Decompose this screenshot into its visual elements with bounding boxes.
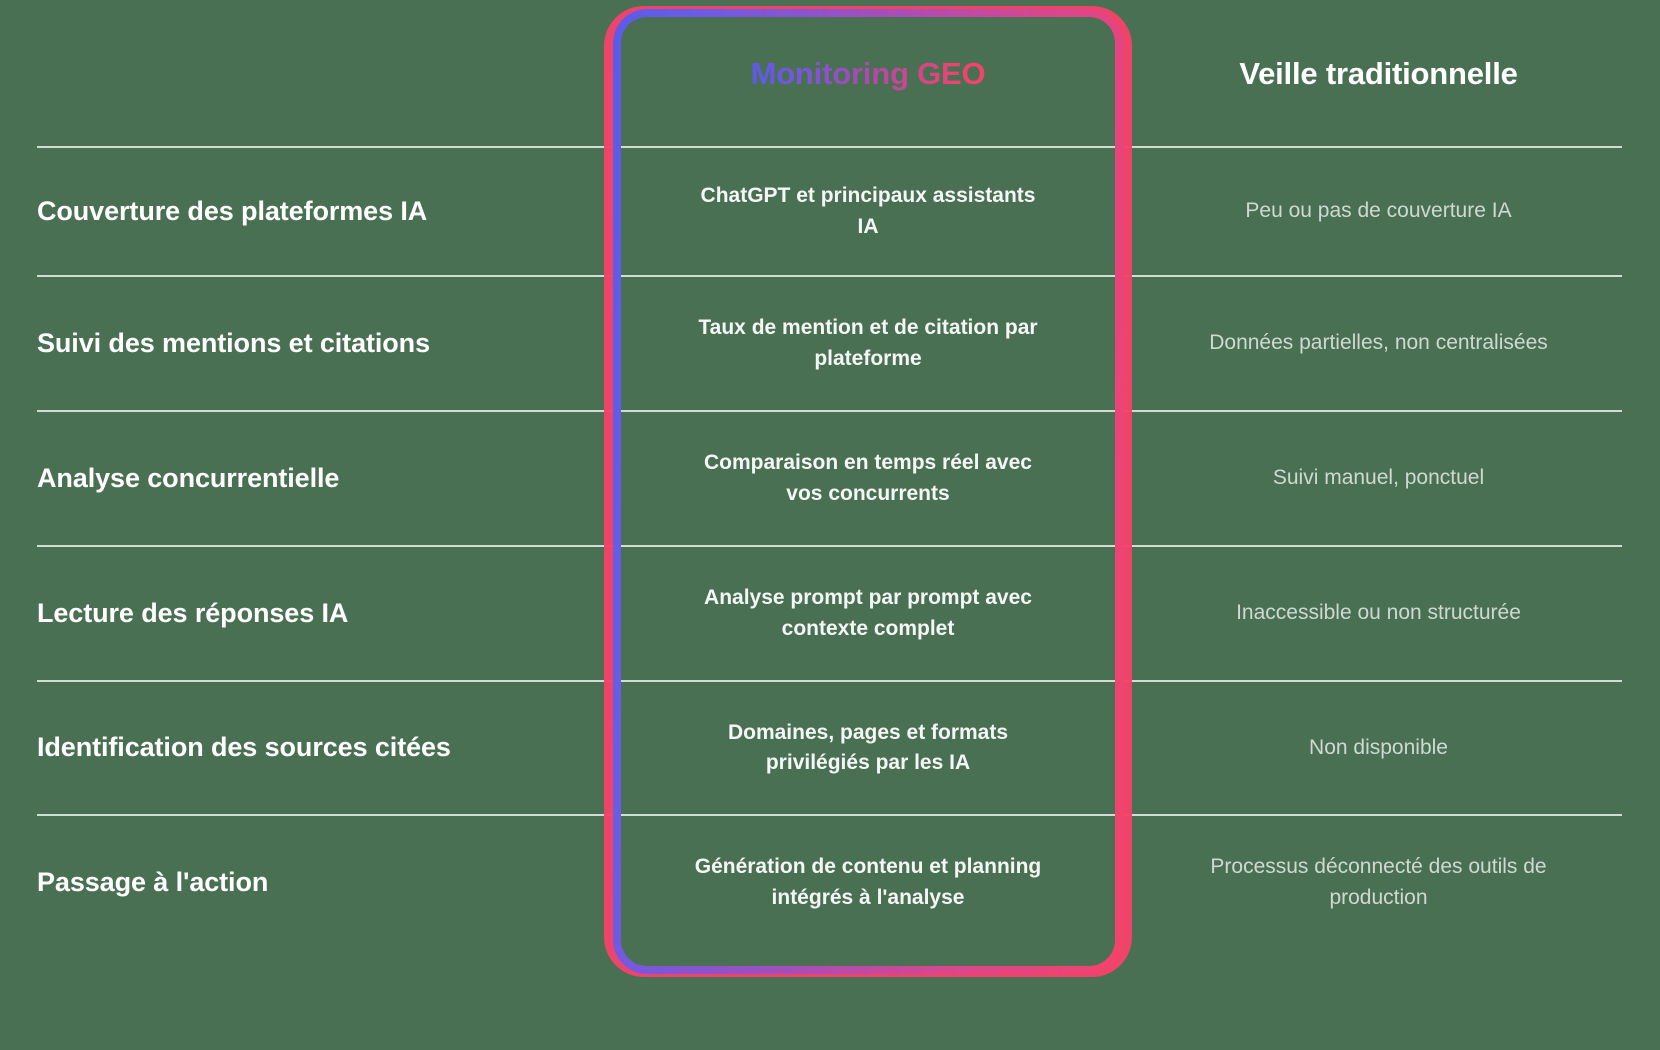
row-label-cell: Couverture des plateformes IA bbox=[37, 148, 597, 275]
row-label-cell: Suivi des mentions et citations bbox=[37, 277, 597, 410]
row-label-text: Passage à l'action bbox=[37, 866, 269, 897]
row-traditional-cell: Non disponible bbox=[1135, 682, 1622, 814]
table-header-row: Monitoring GEO Veille traditionnelle bbox=[0, 0, 1660, 147]
row-traditional-text: Peu ou pas de couverture IA bbox=[1245, 199, 1512, 223]
row-label-text: Suivi des mentions et citations bbox=[37, 327, 430, 358]
divider-row-3 bbox=[37, 545, 1622, 547]
divider-header bbox=[37, 146, 1622, 148]
row-label-cell: Analyse concurrentielle bbox=[37, 412, 597, 545]
row-traditional-cell: Suivi manuel, ponctuel bbox=[1135, 412, 1622, 545]
divider-row-4 bbox=[37, 680, 1622, 682]
divider-row-2 bbox=[37, 410, 1622, 412]
divider-row-5 bbox=[37, 814, 1622, 816]
row-geo-cell: Domaines, pages et formats privilégiés p… bbox=[637, 682, 1099, 814]
row-label-cell: Lecture des réponses IA bbox=[37, 547, 597, 680]
row-geo-cell: Analyse prompt par prompt avec contexte … bbox=[637, 547, 1099, 680]
row-geo-text: Taux de mention et de citation par plate… bbox=[698, 316, 1038, 370]
row-geo-cell: Génération de contenu et planning intégr… bbox=[637, 816, 1099, 949]
row-traditional-text: Données partielles, non centralisées bbox=[1209, 331, 1548, 355]
table-row: Identification des sources citées Domain… bbox=[0, 682, 1660, 814]
table-row: Lecture des réponses IA Analyse prompt p… bbox=[0, 547, 1660, 680]
header-title-veille-traditionnelle: Veille traditionnelle bbox=[1239, 55, 1518, 91]
row-geo-text: Comparaison en temps réel avec vos concu… bbox=[704, 451, 1032, 505]
header-title-monitoring-geo: Monitoring GEO bbox=[750, 55, 986, 91]
row-traditional-cell: Peu ou pas de couverture IA bbox=[1135, 148, 1622, 275]
row-label-cell: Passage à l'action bbox=[37, 816, 597, 949]
row-geo-text: Domaines, pages et formats privilégiés p… bbox=[727, 720, 1009, 774]
row-traditional-text: Suivi manuel, ponctuel bbox=[1272, 466, 1485, 490]
row-label-text: Lecture des réponses IA bbox=[37, 597, 349, 628]
row-geo-cell: Taux de mention et de citation par plate… bbox=[637, 277, 1099, 410]
row-traditional-text: Inaccessible ou non structurée bbox=[1236, 601, 1521, 625]
row-label-text: Analyse concurrentielle bbox=[37, 462, 340, 493]
header-cell-traditional: Veille traditionnelle bbox=[1135, 0, 1622, 147]
row-geo-text: ChatGPT et principaux assistants IA bbox=[700, 184, 1036, 238]
row-traditional-text: Non disponible bbox=[1309, 735, 1448, 759]
row-geo-cell: Comparaison en temps réel avec vos concu… bbox=[637, 412, 1099, 545]
header-cell-geo: Monitoring GEO bbox=[637, 0, 1099, 147]
row-geo-text: Analyse prompt par prompt avec contexte … bbox=[704, 586, 1032, 640]
row-traditional-text: Processus déconnecté des outils de produ… bbox=[1210, 855, 1547, 909]
row-geo-cell: ChatGPT et principaux assistants IA bbox=[637, 148, 1099, 275]
row-label-cell: Identification des sources citées bbox=[37, 682, 597, 814]
table-row: Couverture des plateformes IA ChatGPT et… bbox=[0, 148, 1660, 275]
divider-row-1 bbox=[37, 275, 1622, 277]
row-label-text: Identification des sources citées bbox=[37, 732, 451, 763]
row-traditional-cell: Processus déconnecté des outils de produ… bbox=[1135, 816, 1622, 949]
row-label-text: Couverture des plateformes IA bbox=[37, 195, 428, 226]
table-row: Passage à l'action Génération de contenu… bbox=[0, 816, 1660, 949]
table-row: Suivi des mentions et citations Taux de … bbox=[0, 277, 1660, 410]
row-geo-text: Génération de contenu et planning intégr… bbox=[694, 855, 1042, 909]
row-traditional-cell: Données partielles, non centralisées bbox=[1135, 277, 1622, 410]
table-row: Analyse concurrentielle Comparaison en t… bbox=[0, 412, 1660, 545]
row-traditional-cell: Inaccessible ou non structurée bbox=[1135, 547, 1622, 680]
